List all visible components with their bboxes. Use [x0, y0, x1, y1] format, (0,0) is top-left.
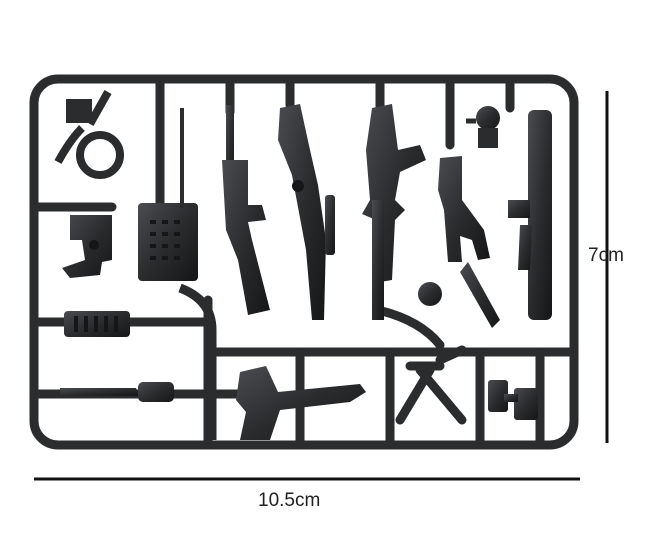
- light-machine-gun-part: [362, 104, 426, 320]
- ammo-belt-part: [64, 311, 130, 337]
- pistol-part: [62, 215, 112, 278]
- rocket-launcher-part: [508, 110, 552, 320]
- binoculars-part: [488, 380, 538, 420]
- helmet-part: [466, 106, 500, 148]
- height-dimension-label: 7cm: [588, 245, 624, 266]
- radio-backpack-part: [138, 108, 217, 440]
- axe-part: [236, 366, 366, 440]
- knife-part: [60, 382, 174, 402]
- submachine-gun-part: [438, 156, 500, 328]
- rifle-short-part: [222, 105, 270, 315]
- round-cap-part: [418, 282, 442, 306]
- width-dimension-label: 10.5cm: [258, 490, 321, 511]
- binocular-headset-part: [54, 90, 124, 179]
- bipod-part: [395, 345, 467, 425]
- rifle-with-scope-part: [278, 104, 335, 320]
